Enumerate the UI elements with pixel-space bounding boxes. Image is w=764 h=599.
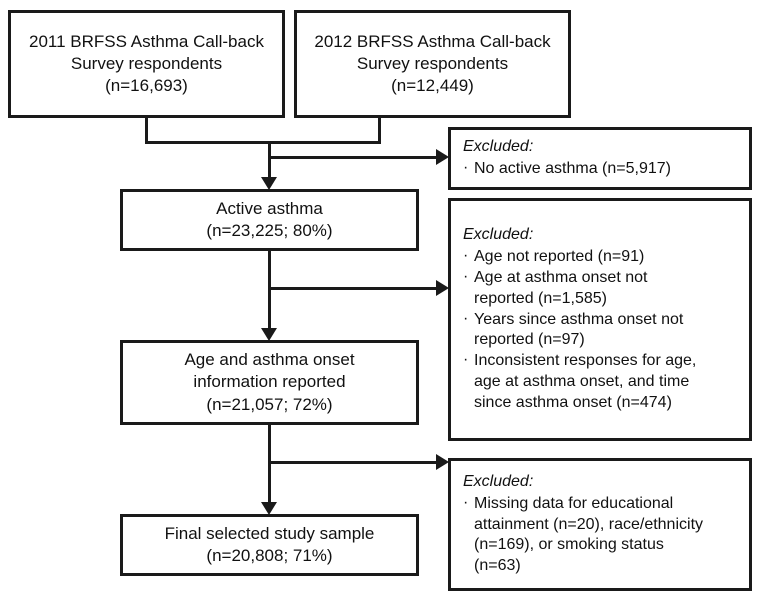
source-box-2012-line2: Survey respondents — [356, 53, 509, 73]
arrowhead-to-excluded-2 — [436, 280, 449, 296]
connector-merge-stub-right — [378, 118, 381, 144]
excluded-box-2-item-4: Inconsistent responses for age, age at a… — [463, 350, 696, 413]
excluded-box-1-title: Excluded: — [463, 138, 534, 156]
flow-box-final-sample-line2: (n=20,808; 71%) — [206, 546, 333, 565]
connector-branch-3 — [268, 461, 440, 464]
excluded-box-1: Excluded: No active asthma (n=5,917) — [448, 127, 752, 190]
source-box-2011-line2: Survey respondents — [70, 53, 223, 73]
flow-box-active-asthma-line1: Active asthma — [216, 198, 323, 218]
flow-box-final-sample-line1: Final selected study sample — [164, 523, 375, 543]
flow-box-onset-reported-line1: Age and asthma onset — [184, 350, 355, 370]
excluded-box-3-item-1: Missing data for educational attainment … — [463, 493, 703, 577]
connector-active-to-onset — [268, 251, 271, 332]
flow-box-active-asthma-line2: (n=23,225; 80%) — [206, 221, 333, 240]
source-box-2011-line3: (n=16,693) — [105, 76, 188, 96]
excluded-box-1-list: No active asthma (n=5,917) — [463, 158, 671, 180]
connector-merge-bar — [145, 141, 381, 144]
flow-box-onset-reported: Age and asthma onset information reporte… — [120, 340, 419, 425]
excluded-box-2-item-3: Years since asthma onset not reported (n… — [463, 309, 696, 352]
excluded-box-2-list: Age not reported (n=91) Age at asthma on… — [463, 246, 696, 413]
arrowhead-to-excluded-1 — [436, 149, 449, 165]
excluded-box-3: Excluded: Missing data for educational a… — [448, 458, 752, 591]
excluded-box-2-item-1: Age not reported (n=91) — [463, 246, 696, 268]
source-box-2011-line1: 2011 BRFSS Asthma Call-back — [29, 31, 264, 51]
arrowhead-to-active-asthma — [261, 177, 277, 190]
excluded-box-2-title: Excluded: — [463, 226, 534, 244]
flow-box-active-asthma: Active asthma (n=23,225; 80%) — [120, 189, 419, 251]
arrowhead-to-onset — [261, 328, 277, 341]
source-box-2012-line3: (n=12,449) — [391, 76, 474, 96]
source-box-2012: 2012 BRFSS Asthma Call-back Survey respo… — [294, 10, 571, 118]
excluded-box-3-list: Missing data for educational attainment … — [463, 493, 703, 577]
connector-branch-1 — [268, 156, 440, 159]
flow-box-final-sample: Final selected study sample (n=20,808; 7… — [120, 514, 419, 576]
flow-box-onset-reported-line2: information reported — [193, 372, 346, 392]
excluded-box-1-item-1: No active asthma (n=5,917) — [463, 158, 671, 180]
connector-onset-to-final — [268, 425, 271, 506]
excluded-box-2: Excluded: Age not reported (n=91) Age at… — [448, 198, 752, 441]
connector-merge-stub-left — [145, 118, 148, 144]
connector-branch-2 — [268, 287, 440, 290]
arrowhead-to-excluded-3 — [436, 454, 449, 470]
source-box-2011: 2011 BRFSS Asthma Call-back Survey respo… — [8, 10, 285, 118]
excluded-box-3-title: Excluded: — [463, 473, 534, 490]
arrowhead-to-final-sample — [261, 502, 277, 515]
excluded-box-2-item-2: Age at asthma onset not reported (n=1,58… — [463, 267, 696, 310]
connector-merge-trunk — [268, 141, 271, 181]
source-box-2012-line1: 2012 BRFSS Asthma Call-back — [314, 31, 551, 51]
flow-box-onset-reported-line3: (n=21,057; 72%) — [206, 394, 333, 414]
